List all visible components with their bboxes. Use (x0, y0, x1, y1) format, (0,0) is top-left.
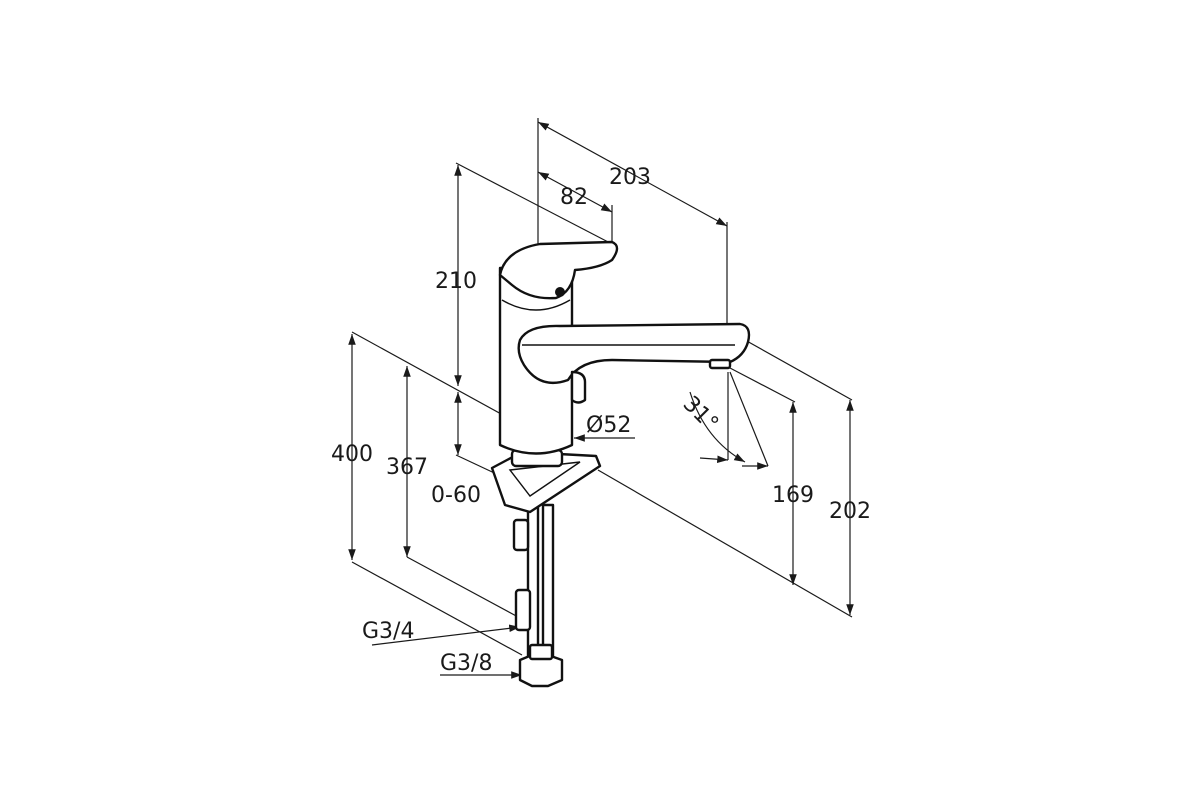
hose-fitting (514, 588, 532, 632)
label-body-height: 210 (435, 269, 477, 294)
hose-left (526, 503, 540, 665)
lever-handle (498, 240, 619, 300)
mounting-stud (512, 518, 530, 552)
faucet (490, 240, 751, 688)
dimension-lines (348, 121, 854, 679)
label-lever-offset: 82 (560, 185, 588, 210)
label-g34: G3/4 (362, 619, 414, 644)
extension-lines (351, 118, 853, 656)
label-hose-length: 367 (386, 455, 428, 480)
lever-pivot (555, 287, 565, 297)
label-total-height: 400 (331, 442, 373, 467)
label-spout-top-height: 202 (829, 499, 871, 524)
label-g38: G3/8 (440, 651, 492, 676)
label-body-diameter: Ø52 (586, 413, 631, 438)
label-swivel-angle: 31° (678, 392, 723, 437)
spout (517, 322, 751, 385)
aerator (708, 358, 732, 370)
label-outlet-height: 169 (772, 483, 814, 508)
label-spout-reach: 203 (609, 165, 651, 190)
label-deck-thickness: 0-60 (431, 483, 481, 508)
hose-right (541, 503, 555, 665)
